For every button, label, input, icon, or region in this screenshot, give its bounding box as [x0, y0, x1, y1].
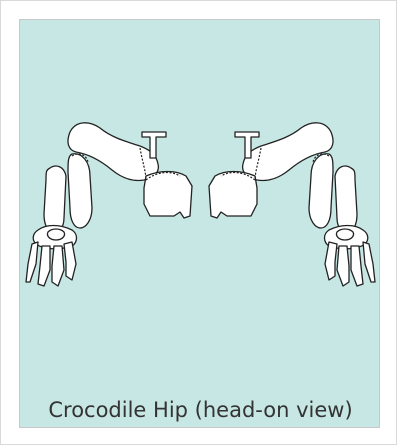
right-femur: [309, 154, 333, 228]
left-toe: [38, 246, 50, 286]
illustration-panel: Crocodile Hip (head-on view): [19, 19, 380, 428]
right-ischium: [209, 172, 257, 219]
right-toe: [325, 242, 337, 280]
right-toe: [351, 246, 363, 286]
left-femur-rear: [44, 166, 66, 232]
left-toe: [52, 246, 64, 286]
left-ischium: [144, 172, 192, 219]
left-hip-half: [26, 123, 192, 286]
right-toe: [363, 242, 375, 282]
left-femur: [68, 154, 92, 228]
crocodile-hip-diagram: [20, 20, 381, 429]
right-hip-half: [209, 123, 375, 286]
right-toe: [337, 246, 349, 286]
left-toe: [64, 242, 76, 280]
right-femur-rear: [335, 166, 357, 232]
left-toe: [26, 242, 38, 282]
diagram-caption: Crocodile Hip (head-on view): [20, 398, 381, 422]
